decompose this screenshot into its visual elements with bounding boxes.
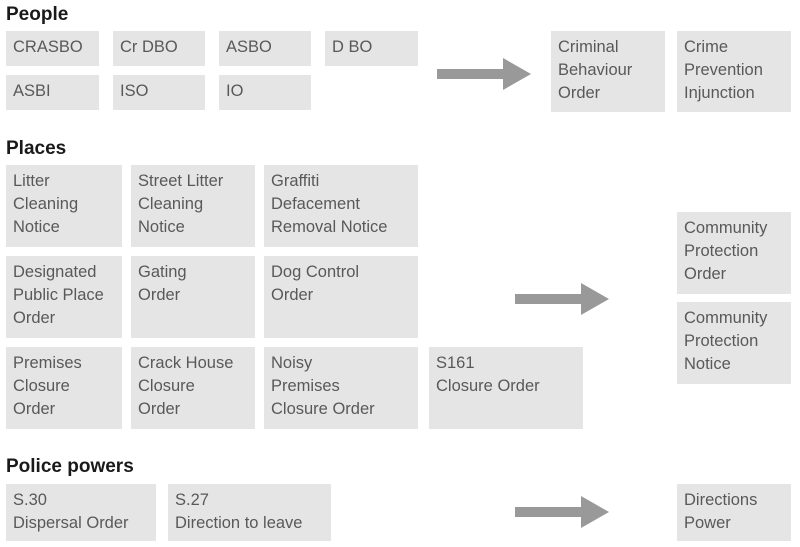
right-arrow-icon [515,496,609,528]
old-power-cr-dbo: Cr DBO [113,31,205,66]
old-power-crasbo: CRASBO [6,31,99,66]
new-power-crime-prevention-injunction: Crime Prevention Injunction [677,31,791,112]
old-power-s27-direction-to-leave: S.27 Direction to leave [168,484,331,541]
old-power-asbo: ASBO [219,31,311,66]
old-power-dog-control-order: Dog Control Order [264,256,418,338]
old-power-asbi: ASBI [6,75,99,110]
old-power-io: IO [219,75,311,110]
old-power-iso: ISO [113,75,205,110]
old-power-litter-cleaning-notice: Litter Cleaning Notice [6,165,122,247]
old-power-crack-house-closure-order: Crack House Closure Order [131,347,255,429]
old-power-street-litter-cleaning-notice: Street Litter Cleaning Notice [131,165,255,247]
old-power-s161-closure-order: S161 Closure Order [429,347,583,429]
right-arrow-icon [437,58,531,90]
new-power-community-protection-order: Community Protection Order [677,212,791,294]
old-power-premises-closure-order: Premises Closure Order [6,347,122,429]
right-arrow-icon [515,283,609,315]
old-power-d-bo: D BO [325,31,418,66]
new-power-criminal-behaviour-order: Criminal Behaviour Order [551,31,665,112]
people-heading: People [6,4,69,25]
places-heading: Places [6,138,67,159]
old-power-s30-dispersal-order: S.30 Dispersal Order [6,484,156,541]
old-power-noisy-premises-closure-order: Noisy Premises Closure Order [264,347,418,429]
police-powers-heading: Police powers [6,456,134,477]
old-power-gating-order: Gating Order [131,256,255,338]
new-power-directions-power: Directions Power [677,484,791,541]
old-power-graffiti-defacement-removal-notice: Graffiti Defacement Removal Notice [264,165,418,247]
old-power-designated-public-place-order: Designated Public Place Order [6,256,122,338]
new-power-community-protection-notice: Community Protection Notice [677,302,791,384]
